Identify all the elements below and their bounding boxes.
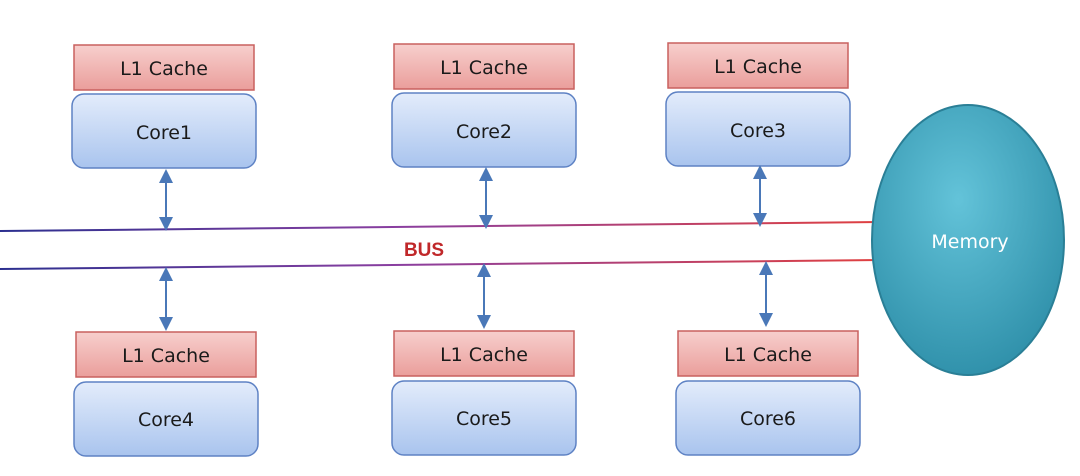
l1-cache-box [393,43,575,90]
l1-cache-box [75,331,257,378]
l1-cache-box [73,44,255,91]
bus: BUS [0,221,881,270]
memory: Memory [871,104,1065,376]
l1-cache-label: L1 Cache [120,58,208,80]
core-box [675,380,861,456]
unit-core2: L1 Cache Core2 [391,43,577,229]
unit-core3: L1 Cache Core3 [665,42,851,227]
core-label: Core3 [730,120,786,142]
bus-line-top [0,221,881,232]
l1-cache-label: L1 Cache [724,344,812,366]
core-box [71,93,257,169]
l1-cache-label: L1 Cache [440,344,528,366]
memory-ellipse [871,104,1065,376]
l1-cache-label: L1 Cache [122,345,210,367]
unit-core4: L1 Cache Core4 [73,267,259,457]
core-label: Core1 [136,122,192,144]
l1-cache-label: L1 Cache [440,57,528,79]
core-label: Core5 [456,408,512,430]
l1-cache-box [667,42,849,89]
unit-core1: L1 Cache Core1 [71,44,257,231]
core-box [73,381,259,457]
bus-line-bottom [0,259,881,270]
l1-cache-label: L1 Cache [714,56,802,78]
bus-label: BUS [404,240,444,261]
core-label: Core6 [740,408,796,430]
l1-cache-box [393,330,575,377]
unit-core6: L1 Cache Core6 [675,261,861,456]
core-box [391,380,577,456]
unit-core5: L1 Cache Core5 [391,263,577,456]
core-label: Core2 [456,121,512,143]
core-label: Core4 [138,409,194,431]
memory-label: Memory [931,231,1008,253]
l1-cache-box [677,330,859,377]
